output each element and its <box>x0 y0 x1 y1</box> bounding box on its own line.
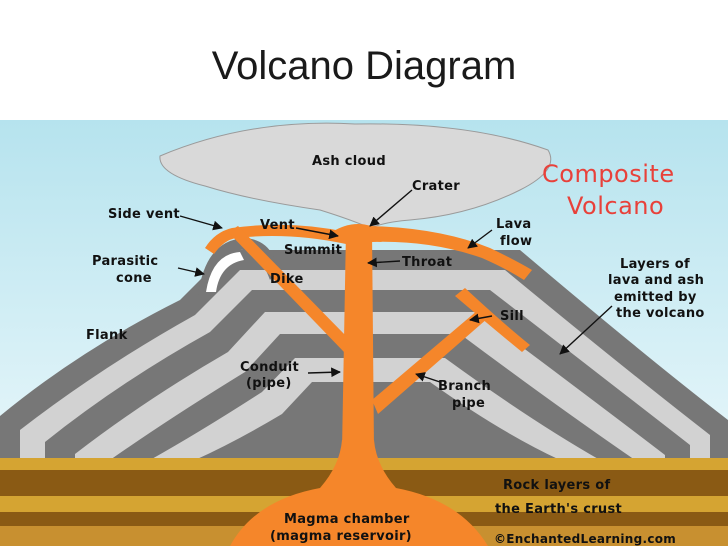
label-sill: Sill <box>500 309 524 324</box>
label-layers-2: lava and ash <box>608 273 704 288</box>
label-conduit-2: (pipe) <box>246 376 292 391</box>
label-rock-layers-1: Rock layers of <box>503 478 610 493</box>
label-throat: Throat <box>402 255 452 270</box>
label-branch-pipe-2: pipe <box>452 396 485 411</box>
label-crater: Crater <box>412 179 460 194</box>
label-layers-1: Layers of <box>620 257 690 272</box>
label-parasitic-cone-1: Parasitic <box>92 254 158 269</box>
label-lava-flow-1: Lava <box>496 217 532 232</box>
label-rock-layers-2: the Earth's crust <box>495 502 622 517</box>
label-arrows <box>177 189 613 383</box>
label-summit: Summit <box>284 243 342 258</box>
label-branch-pipe-1: Branch <box>438 379 491 394</box>
diagram-heading-line1: Composite <box>542 160 675 188</box>
label-layers-4: the volcano <box>616 306 705 321</box>
label-conduit-1: Conduit <box>240 360 299 375</box>
label-magma-chamber-2: (magma reservoir) <box>270 529 412 544</box>
label-parasitic-cone-2: cone <box>116 271 152 286</box>
slide-title: Volcano Diagram <box>211 44 517 88</box>
credit-text: ©EnchantedLearning.com <box>494 532 676 546</box>
label-dike: Dike <box>270 272 304 287</box>
label-lava-flow-2: flow <box>500 234 532 249</box>
label-side-vent: Side vent <box>108 207 180 222</box>
label-ash-cloud: Ash cloud <box>312 154 386 169</box>
ash-cloud <box>159 122 552 229</box>
rock-layers <box>0 458 728 546</box>
volcano-diagram: Composite Volcano Ash cloud Crater Side … <box>0 120 728 546</box>
label-layers-3: emitted by <box>614 290 697 305</box>
magma-system <box>205 224 532 546</box>
label-vent: Vent <box>260 218 295 233</box>
label-flank: Flank <box>86 328 128 343</box>
label-magma-chamber-1: Magma chamber <box>284 512 410 527</box>
diagram-heading-line2: Volcano <box>567 192 664 220</box>
